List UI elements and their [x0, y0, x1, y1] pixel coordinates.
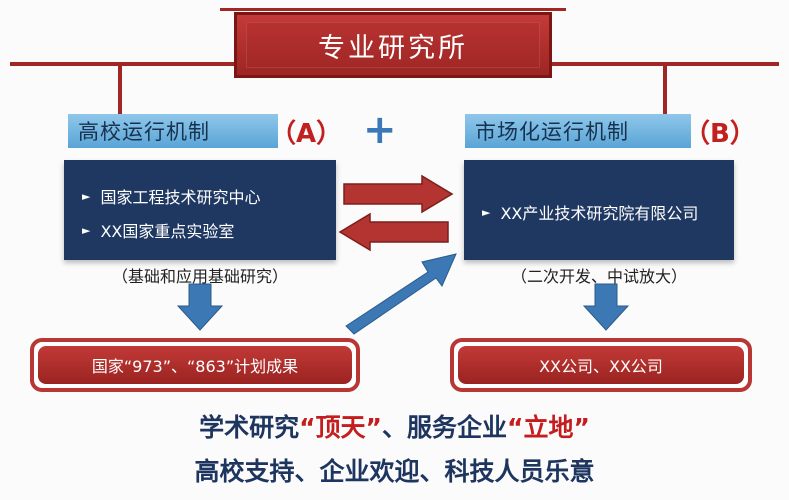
tagline-2: 高校支持、企业欢迎、科技人员乐意 — [194, 457, 595, 486]
list-item-label: XX国家重点实验室 — [100, 222, 235, 241]
result-box-right: XX公司、XX公司 — [450, 338, 752, 392]
heading-left-label: 高校运行机制 — [78, 120, 210, 144]
title-box: 专业研究所 — [234, 12, 552, 78]
connector-right-drop — [663, 62, 667, 114]
tagline-1-highlight2: “立地” — [507, 413, 590, 442]
result-box-left: 国家“973”、“863”计划成果 — [30, 338, 360, 392]
title-line-left — [10, 62, 236, 66]
tagline-1-part1: 学术研究 — [199, 413, 300, 442]
arrow-down-left-icon — [176, 283, 224, 331]
list-item-label: XX产业技术研究院有限公司 — [500, 204, 699, 223]
right-institution-box: ► XX产业技术研究院有限公司 — [464, 160, 734, 260]
triangle-bullet-icon: ► — [82, 223, 91, 237]
triangle-bullet-icon: ► — [482, 205, 491, 219]
left-institution-box: ► 国家工程技术研究中心 ► XX国家重点实验室 — [64, 160, 336, 260]
result-right-label: XX公司、XX公司 — [458, 346, 744, 384]
tagline-1-part2: 、服务企业 — [382, 413, 508, 442]
title-line-top — [220, 8, 566, 11]
tag-a: （A） — [270, 119, 343, 149]
list-item: ► XX产业技术研究院有限公司 — [482, 200, 716, 224]
triangle-bullet-icon: ► — [82, 189, 91, 203]
arrow-right-icon — [343, 174, 454, 214]
list-item: ► XX国家重点实验室 — [82, 218, 318, 242]
heading-right: 市场化运行机制 — [465, 114, 691, 148]
arrow-down-right-icon — [582, 283, 630, 331]
tagline-1: 学术研究“顶天”、服务企业“立地” — [0, 408, 789, 444]
list-item-label: 国家工程技术研究中心 — [100, 188, 261, 207]
arrow-diagonal-icon — [345, 253, 457, 335]
heading-right-label: 市场化运行机制 — [475, 120, 629, 144]
plus-icon: + — [363, 107, 397, 153]
page-title: 专业研究所 — [246, 22, 540, 68]
heading-left: 高校运行机制 — [68, 114, 278, 148]
caption-right: （二次开发、中试放大） — [510, 267, 687, 286]
result-left-label: 国家“973”、“863”计划成果 — [38, 346, 352, 384]
tag-b: （B） — [684, 119, 756, 149]
caption-left: （基础和应用基础研究） — [111, 267, 288, 286]
tagline-1-highlight1: “顶天” — [299, 413, 382, 442]
arrow-left-icon — [338, 212, 449, 252]
connector-left-drop — [118, 62, 122, 114]
list-item: ► 国家工程技术研究中心 — [82, 184, 318, 208]
